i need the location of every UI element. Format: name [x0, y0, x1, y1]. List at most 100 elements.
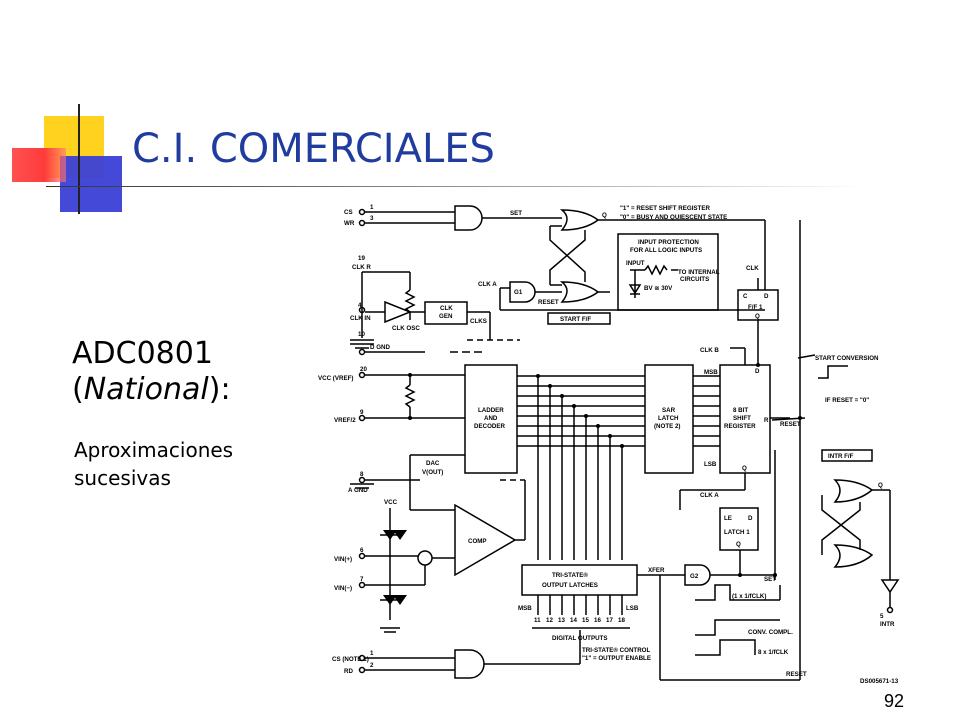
label-pin9: 9 — [360, 409, 364, 416]
and-gate-1 — [454, 205, 483, 231]
label-ds-code: DS005671-13 — [860, 678, 899, 685]
label-pin1b: 1 — [370, 650, 374, 657]
label-shift-1: 8 BIT — [733, 407, 748, 414]
label-pin7: 7 — [360, 576, 364, 583]
label-comp: COMP — [468, 538, 487, 545]
label-tri-control-1: TRI-STATE® CONTROL — [582, 647, 650, 654]
label-vref2: VREF/2 — [334, 417, 356, 424]
label-ladder-3: DECODER — [474, 423, 505, 430]
output-pin-stubs — [537, 595, 623, 615]
pin-cs — [358, 208, 366, 216]
intr-ff-box — [821, 449, 873, 462]
label-ff1: F/F 1 — [748, 304, 763, 311]
label-d-gnd: D GND — [370, 344, 390, 351]
label-input-protection-2: FOR ALL LOGIC INPUTS — [630, 247, 702, 254]
deco-horizontal-line — [46, 186, 866, 187]
intr-or-gate-bottom — [833, 544, 874, 568]
or-gate-bottom — [559, 281, 600, 303]
and-gate-output-enable — [454, 649, 485, 679]
label-reset-g1: RESET — [538, 299, 559, 306]
pin-wr — [358, 219, 366, 227]
clk-gen-box — [424, 301, 468, 325]
label-sar-1: SAR — [662, 407, 676, 414]
output-pin-13: 13 — [558, 617, 565, 624]
description-line-2: sucesivas — [74, 466, 171, 490]
label-to-internal-2: CIRCUITS — [680, 276, 709, 283]
label-tri-control-2: "1" = OUTPUT ENABLE — [582, 655, 651, 662]
label-sar-2: LATCH — [658, 415, 679, 422]
label-pin10: 10 — [358, 331, 365, 338]
output-pin-11: 11 — [534, 617, 541, 624]
g1-gate — [509, 281, 536, 303]
label-bv: BV ≅ 30V — [644, 285, 673, 292]
label-clk-a: CLK A — [478, 281, 497, 288]
label-digital-outputs: DIGITAL OUTPUTS — [552, 635, 607, 642]
label-eight-clk: 8 x 1/fCLK — [758, 649, 789, 656]
label-cs: CS — [344, 209, 353, 216]
adc0801-block-diagram: CS WR 1 3 SET Q "1" = RESET SHIFT REGIST… — [318, 204, 900, 685]
summing-node — [417, 550, 433, 566]
label-q-intr: Q — [878, 482, 883, 489]
clk-osc-buffer — [384, 300, 413, 324]
label-rd: RD — [344, 668, 353, 675]
slide-title: C.I. COMERCIALES — [132, 126, 495, 172]
label-pin3: 3 — [370, 215, 374, 222]
label-vin-minus: VIN(−) — [334, 585, 352, 592]
chip-name: ADC0801 — [72, 336, 213, 371]
deco-red-square — [12, 148, 66, 182]
label-pin4: 4 — [358, 302, 362, 309]
label-vcc-vref: VCC (VREF) — [318, 375, 353, 382]
input-protection-box — [617, 233, 719, 311]
start-ff-box — [547, 312, 611, 325]
label-latch1: LATCH 1 — [724, 529, 750, 536]
label-reset-bottom: RESET — [786, 671, 807, 678]
label-clk-r: CLK R — [352, 264, 371, 271]
label-clk-in: CLK IN — [350, 315, 371, 322]
label-clk-a2: CLK A — [700, 492, 719, 499]
label-pin5: 5 — [880, 613, 884, 620]
label-tristate-2: OUTPUT LATCHES — [542, 582, 598, 589]
sar-latch-box — [644, 364, 694, 474]
label-wr: WR — [344, 220, 355, 227]
paren-close: ): — [208, 372, 231, 407]
intr-or-gate-top — [833, 479, 874, 503]
label-input: INPUT — [626, 260, 645, 267]
label-vout: V(OUT) — [422, 469, 443, 476]
label-lsb2: LSB — [626, 605, 639, 612]
label-clks: CLKS — [470, 318, 487, 325]
label-pin8: 8 — [360, 471, 364, 478]
description-line-1: Aproximaciones — [74, 438, 234, 462]
label-dac: DAC — [426, 460, 440, 467]
label-if-reset: IF RESET = "0" — [825, 397, 869, 404]
tristate-output-latches — [521, 564, 638, 596]
intr-buffer — [880, 579, 900, 594]
chip-maker: National — [83, 372, 209, 407]
label-pin1: 1 — [370, 204, 374, 211]
label-q-latch: Q — [736, 541, 741, 548]
label-start-ff: START F/F — [560, 316, 591, 323]
label-ladder-1: LADDER — [478, 407, 504, 414]
label-q-sr: Q — [742, 465, 747, 472]
label-clk-gen-1: CLK — [440, 305, 453, 312]
label-g1: G1 — [514, 289, 523, 296]
label-vin-plus: VIN(+) — [334, 556, 352, 563]
label-clk-gen-2: GEN — [439, 313, 453, 320]
deco-vertical-line — [78, 104, 80, 214]
label-q-top: Q — [602, 212, 607, 219]
label-clk-b: CLK B — [700, 347, 719, 354]
label-g2: G2 — [690, 573, 699, 580]
label-pin6: 6 — [360, 547, 364, 554]
label-reset-sr: RESET — [780, 421, 801, 428]
label-tristate-1: TRI-STATE® — [552, 572, 588, 579]
label-note-busy: "0" = BUSY AND QUIESCENT STATE — [620, 214, 727, 221]
ladder-decoder-box — [464, 364, 518, 474]
label-xfer: XFER — [648, 567, 665, 574]
label-intr-ff: INTR F/F — [828, 453, 854, 460]
label-d-sr: D — [755, 368, 760, 375]
label-pin19: 19 — [358, 255, 365, 262]
label-clk-osc: CLK OSC — [392, 325, 420, 332]
chip-maker-line: (National): — [72, 372, 231, 408]
label-shift-2: SHIFT — [733, 415, 751, 422]
label-lsb: LSB — [704, 461, 717, 468]
